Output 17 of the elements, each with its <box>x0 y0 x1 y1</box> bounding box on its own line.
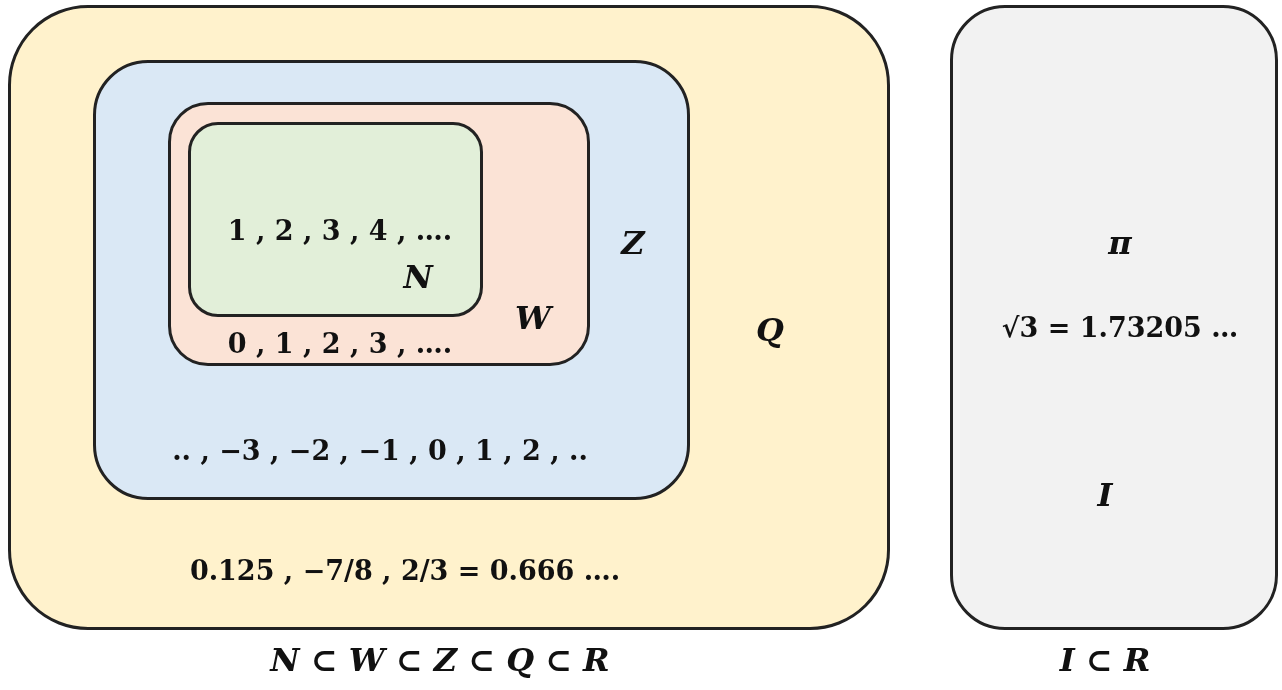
example-numbers: 0 , 1 , 2 , 3 , …. <box>227 327 453 359</box>
set-region <box>8 5 890 630</box>
set-symbol: Q <box>756 311 784 349</box>
set-region <box>168 102 590 366</box>
set-region <box>188 122 483 317</box>
example-numbers: √3 = 1.73205 … <box>1001 311 1239 343</box>
set-symbol: N <box>403 258 433 296</box>
subset-relation: I ⊂ R <box>1059 641 1151 679</box>
example-numbers: .. , −3 , −2 , −1 , 0 , 1 , 2 , .. <box>172 434 588 466</box>
set-region <box>950 5 1278 630</box>
set-region <box>93 60 690 500</box>
subset-relation: N ⊂ W ⊂ Z ⊂ Q ⊂ R <box>270 641 610 679</box>
example-numbers: 0.125 , −7/8 , 2/3 = 0.666 …. <box>189 554 621 586</box>
set-symbol: π <box>1108 224 1132 262</box>
set-symbol: I <box>1097 476 1113 514</box>
set-symbol: Z <box>621 224 645 262</box>
example-numbers: 1 , 2 , 3 , 4 , …. <box>227 214 453 246</box>
